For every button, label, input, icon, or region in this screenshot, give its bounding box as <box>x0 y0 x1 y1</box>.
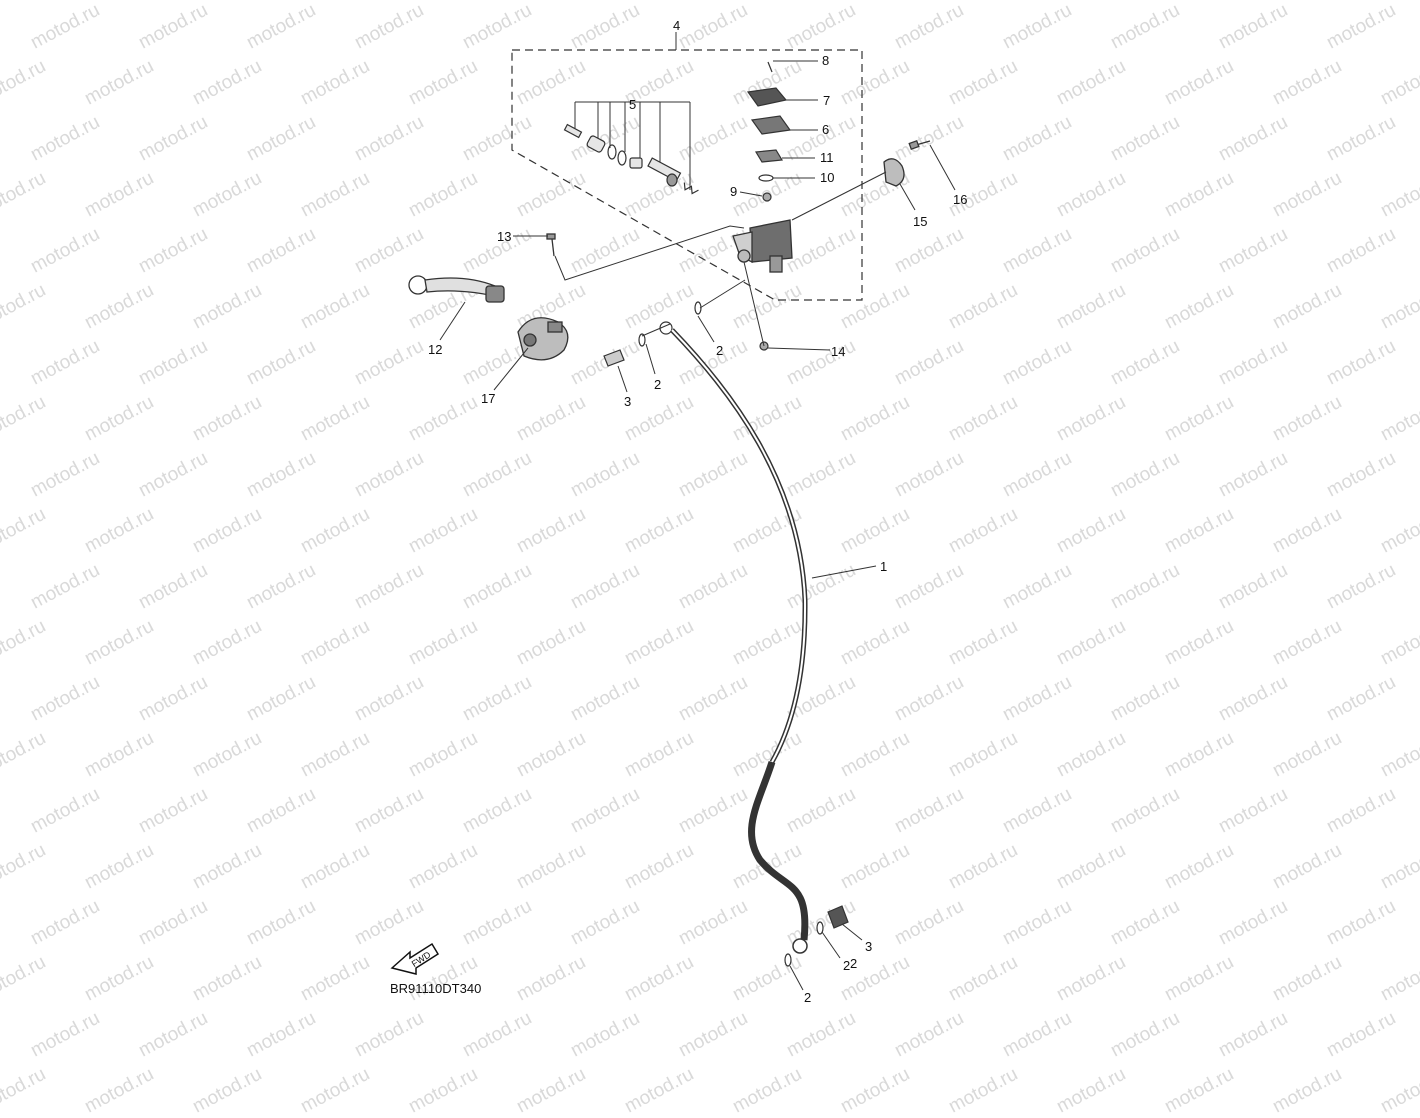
lever <box>408 275 505 303</box>
watermark-text: motod.ru <box>189 1063 266 1118</box>
brake-hose <box>670 328 809 954</box>
callout-14: 14 <box>831 344 845 359</box>
callout-6: 6 <box>822 122 829 137</box>
assembly-outline <box>511 49 863 301</box>
callout-10: 10 <box>820 170 834 185</box>
watermark-text: motod.ru <box>297 1063 374 1118</box>
watermark-text: motod.ru <box>1053 1063 1130 1118</box>
callout-3: 3 <box>865 939 872 954</box>
callout-9: 9 <box>730 184 737 199</box>
reservoir-parts <box>746 61 792 202</box>
callout-15: 15 <box>913 214 927 229</box>
callout-16: 16 <box>953 192 967 207</box>
callout-3: 3 <box>624 394 631 409</box>
watermark-text: motod.ru <box>81 1063 158 1118</box>
callout-12: 12 <box>428 342 442 357</box>
callout-2: 2 <box>843 958 850 973</box>
callout-2: 2 <box>654 377 661 392</box>
callout-13: 13 <box>497 229 511 244</box>
watermark-text: motod.ru <box>945 1063 1022 1118</box>
watermark-text: motod.ru <box>1269 1063 1346 1118</box>
callout-1: 1 <box>880 559 887 574</box>
watermark-text: motod.ru <box>1161 1063 1238 1118</box>
callout-2: 2 <box>850 956 857 971</box>
piston-kit-bracket <box>574 101 691 190</box>
watermark-text: motod.ru <box>1377 1063 1420 1118</box>
callout-2: 2 <box>804 990 811 1005</box>
watermark-text: motod.ru <box>837 1063 914 1118</box>
watermark-text: motod.ru <box>729 1063 806 1118</box>
callout-11: 11 <box>820 150 834 165</box>
watermark-text: motod.ru <box>0 1063 50 1118</box>
watermark-text: motod.ru <box>513 1063 590 1118</box>
callout-8: 8 <box>822 53 829 68</box>
callout-17: 17 <box>481 391 495 406</box>
leader-lines <box>439 60 956 991</box>
callout-7: 7 <box>823 93 830 108</box>
lever-pivot <box>546 233 556 257</box>
holder <box>883 139 931 187</box>
watermark-text: motod.ru <box>621 1063 698 1118</box>
switch <box>517 317 569 361</box>
watermark-text: motod.ru <box>405 1063 482 1118</box>
master-cylinder-body <box>732 219 793 273</box>
diagram-code: BR91110DT340 <box>390 981 482 996</box>
front-arrow-icon: FWD <box>390 942 440 975</box>
callout-4: 4 <box>673 18 680 33</box>
upper-fittings <box>603 301 769 367</box>
lower-fittings <box>784 905 849 967</box>
callout-5: 5 <box>629 97 636 112</box>
callout-2: 2 <box>716 343 723 358</box>
piston-kit <box>563 123 699 195</box>
